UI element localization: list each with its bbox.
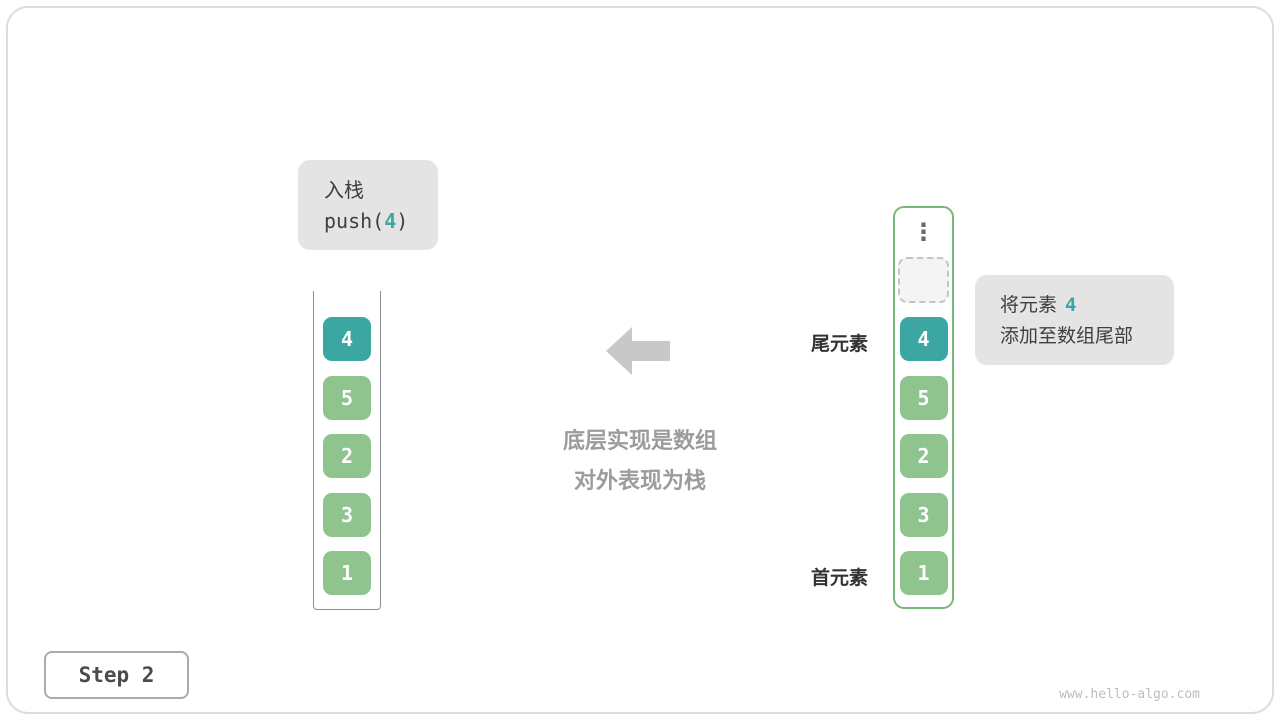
stack-cell: 4 bbox=[323, 317, 371, 361]
ellipsis-icon: ⋮ bbox=[911, 218, 936, 246]
stack-cell: 2 bbox=[899, 434, 948, 478]
center-caption-line1: 底层实现是数组 bbox=[562, 429, 717, 454]
step-badge: Step 2 bbox=[44, 651, 189, 699]
center-caption: 底层实现是数组 对外表现为栈 bbox=[510, 422, 770, 502]
annotation-line1: 将元素 4 bbox=[1000, 290, 1174, 321]
left-arrow-icon bbox=[606, 327, 670, 375]
stack-cell: 1 bbox=[899, 551, 948, 595]
stack-cell: 1 bbox=[323, 551, 371, 595]
push-code: push(4) bbox=[324, 206, 438, 237]
tail-element-label: 尾元素 bbox=[810, 333, 868, 355]
annotation-line2: 添加至数组尾部 bbox=[1000, 325, 1134, 347]
push-operation-label: 入栈 push(4) bbox=[298, 160, 438, 250]
push-code-suffix: ) bbox=[396, 209, 409, 233]
annotation-line1-text: 将元素 bbox=[1000, 294, 1058, 316]
annotation-value: 4 bbox=[1065, 294, 1077, 316]
stack-cell: 2 bbox=[323, 434, 371, 478]
stack-cell: 4 bbox=[899, 317, 948, 361]
array-cells: 4 5 2 3 1 bbox=[895, 317, 952, 595]
stack-cell: 5 bbox=[323, 375, 371, 420]
annotation-label: 将元素 4 添加至数组尾部 bbox=[975, 275, 1174, 365]
stack-abstract-view: 4 5 2 3 1 bbox=[313, 291, 381, 610]
stack-cell: 3 bbox=[899, 492, 948, 537]
push-code-value: 4 bbox=[384, 209, 397, 233]
stack-cells: 4 5 2 3 1 bbox=[314, 317, 380, 595]
push-code-prefix: push( bbox=[324, 209, 385, 233]
array-stack-view: ⋮ 4 5 2 3 1 bbox=[893, 206, 954, 609]
stack-cell: 5 bbox=[899, 375, 948, 420]
watermark: www.hello-algo.com bbox=[1059, 687, 1200, 702]
push-title: 入栈 bbox=[324, 178, 364, 202]
step-label: Step 2 bbox=[78, 663, 155, 687]
figure-card: 入栈 push(4) 4 5 2 3 1 底层实现是数组 对外表现为栈 尾元素 … bbox=[6, 6, 1274, 714]
head-element-label: 首元素 bbox=[810, 567, 868, 589]
empty-slot bbox=[898, 257, 949, 303]
stack-cell: 3 bbox=[323, 492, 371, 537]
center-caption-line2: 对外表现为栈 bbox=[573, 469, 706, 494]
